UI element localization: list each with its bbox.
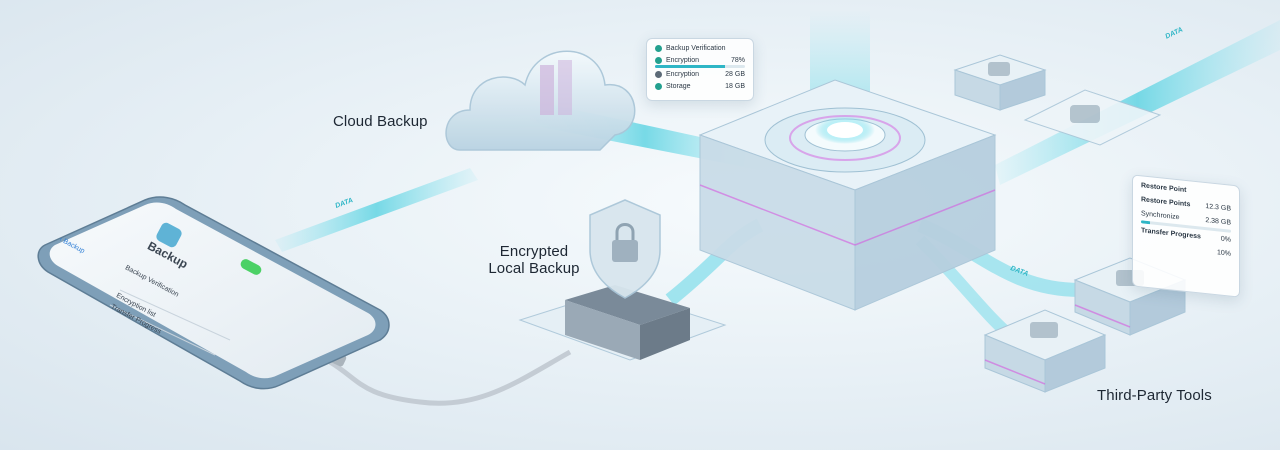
cloud-row-label: Backup Verification: [666, 45, 726, 52]
tool-box-bottom: [983, 309, 1107, 393]
cloud-row-encryption-size: Encryption 28 GB: [647, 68, 753, 81]
cloud-row-storage: Storage 18 GB: [647, 81, 753, 92]
cloud-row-label: Encryption: [666, 71, 700, 78]
tools-row-value: 12.3 GB: [1205, 202, 1231, 213]
cloud-progress-bar: [655, 65, 745, 68]
usb-cable: [328, 349, 572, 406]
cloud-icon: [445, 50, 636, 151]
cloud-row-verification: Backup Verification: [647, 42, 753, 55]
check-icon: [655, 83, 662, 90]
local-backup-box: [518, 285, 727, 361]
shield-lock-icon: [589, 199, 661, 299]
tools-row-value: 0%: [1220, 235, 1231, 244]
cloud-row-value: 18 GB: [725, 83, 745, 90]
tool-box-top-left: [953, 54, 1047, 111]
check-icon: [655, 56, 662, 64]
tools-row-value: 10%: [1216, 248, 1231, 258]
tools-row-label: Restore Point: [1141, 181, 1187, 194]
phone-device: [37, 196, 390, 390]
label-third-party: Third-Party Tools: [1097, 387, 1212, 404]
cloud-status-card: Backup Verification Encryption 78% Encryp…: [646, 38, 754, 101]
cloud-row-label: Encryption: [666, 56, 700, 64]
tools-row-value: 2.38 GB: [1205, 216, 1231, 227]
tool-box-top-right: [1023, 89, 1162, 146]
label-encrypted-local: Encrypted Local Backup: [474, 243, 594, 277]
label-encrypted-line2: Local Backup: [488, 260, 580, 277]
cloud-row-label: Storage: [666, 83, 691, 90]
cloud-row-encryption: Encryption 78%: [647, 55, 753, 65]
label-encrypted-line1: Encrypted: [499, 243, 569, 260]
cloud-row-value: 78%: [730, 56, 745, 64]
central-hub: [698, 79, 997, 311]
check-icon: [655, 45, 662, 52]
lock-icon: [655, 71, 662, 78]
cloud-row-value: 28 GB: [725, 71, 745, 78]
tools-row-label: Synchronize: [1141, 209, 1180, 221]
label-cloud-backup: Cloud Backup: [333, 113, 428, 130]
cloud-progress-fill: [655, 65, 726, 68]
